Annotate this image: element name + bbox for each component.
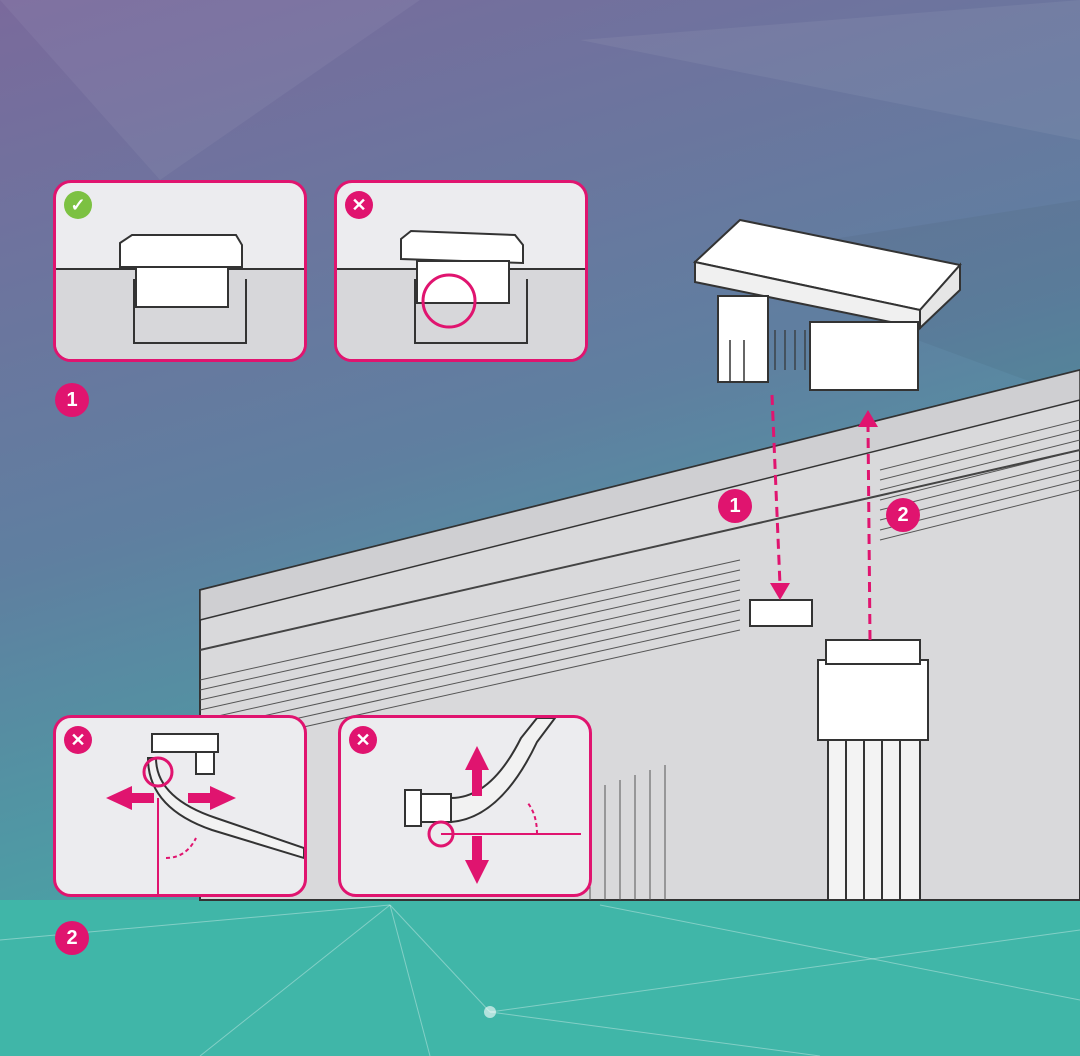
step-badge-2: 2 bbox=[55, 921, 89, 955]
cross-icon: ✕ bbox=[349, 726, 377, 754]
arrow-down-head bbox=[770, 583, 790, 600]
check-icon: ✓ bbox=[64, 191, 92, 219]
panel-vertical-bending: ✕ bbox=[338, 715, 592, 897]
power-cable bbox=[827, 739, 921, 901]
correct-seating-illustration bbox=[56, 234, 304, 359]
callout-badge-2: 2 bbox=[886, 498, 920, 532]
insertion-guide-arrows bbox=[770, 394, 872, 641]
callout-badge-1: 1 bbox=[718, 489, 752, 523]
cross-icon: ✕ bbox=[345, 191, 373, 219]
card-shroud bbox=[199, 368, 1080, 901]
panel-lateral-bending: ✕ bbox=[53, 715, 307, 897]
power-socket bbox=[749, 599, 813, 627]
panel-correct-seating: ✓ bbox=[53, 180, 307, 362]
angled-adapter bbox=[692, 218, 962, 391]
vertical-bending-illustration bbox=[404, 718, 581, 884]
arrow-up-head bbox=[858, 410, 878, 427]
step-badge-1: 1 bbox=[55, 383, 89, 417]
incorrect-seating-illustration bbox=[337, 229, 585, 359]
cable-connector bbox=[817, 659, 929, 741]
connector-latch bbox=[825, 639, 921, 665]
panel-incorrect-seating: ✕ bbox=[334, 180, 588, 362]
lateral-bending-illustration bbox=[106, 733, 304, 894]
cross-icon: ✕ bbox=[64, 726, 92, 754]
card-top-edge bbox=[199, 369, 1080, 621]
